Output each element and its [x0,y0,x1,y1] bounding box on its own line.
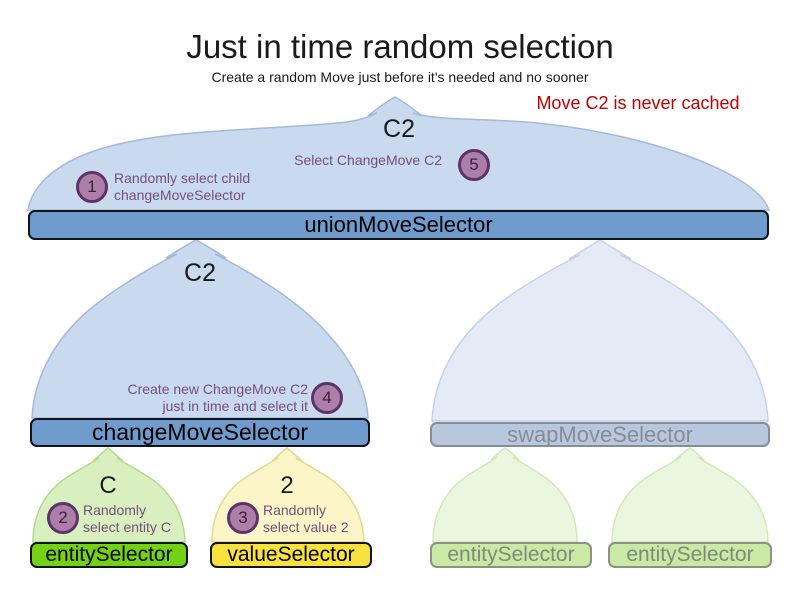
value-output-label: 2 [280,472,294,499]
step-3-annotation: Randomly select value 2 [263,502,349,536]
step-5-badge: 5 [458,149,490,181]
entity-selector-faded-right-label: entitySelector [626,543,754,566]
page-subtitle: Create a random Move just before it's ne… [211,69,589,85]
step-1-annotation: Randomly select child changeMoveSelector [114,170,250,204]
step-3-annotation-line2: select value 2 [263,519,349,535]
step-3-badge: 3 [227,502,259,534]
step-1-badge: 1 [76,171,108,203]
entity-selector-node: entitySelector [30,542,188,568]
entity-selector-faded-left-label: entitySelector [447,543,575,566]
step-4-annotation-line2: just in time and select it [162,398,308,414]
step-3-number: 3 [238,508,248,527]
step-1-number: 1 [87,177,97,196]
union-move-selector-label: unionMoveSelector [304,212,493,237]
entity-selector-label: entitySelector [45,543,173,566]
step-2-annotation-line2: select entity C [83,519,171,535]
step-1-annotation-line1: Randomly select child [114,170,251,186]
change-move-selector-node: changeMoveSelector [30,418,370,447]
union-move-selector-node: unionMoveSelector [28,210,769,240]
swap-move-selector-node: swapMoveSelector [430,422,770,447]
entity-selector-faded-left-node: entitySelector [430,542,592,568]
step-4-badge: 4 [311,382,343,414]
page-title: Just in time random selection [186,28,614,65]
value-selector-label: valueSelector [227,543,355,566]
step-2-number: 2 [58,508,68,527]
step-4-annotation-line1: Create new ChangeMove C2 [127,381,308,397]
entity-faded-left-mound-arrow-shape [432,447,578,543]
step-3-annotation-line1: Randomly [263,502,327,518]
step-4-annotation: Create new ChangeMove C2 just in time an… [120,381,308,415]
step-1-annotation-line2: changeMoveSelector [114,187,246,203]
change-output-label: C2 [184,259,216,287]
step-4-number: 4 [322,388,332,407]
entity-faded-right-mound-arrow-shape [611,447,769,543]
step-2-annotation: Randomly select entity C [83,502,171,536]
step-5-annotation-line1: Select ChangeMove C2 [294,152,442,168]
entity-output-label: C [99,472,117,499]
change-move-selector-label: changeMoveSelector [91,419,309,445]
never-cached-note: Move C2 is never cached [536,93,740,113]
step-2-badge: 2 [47,502,79,534]
step-2-annotation-line1: Randomly [83,502,147,518]
swap-mound-arrow-shape [431,239,769,422]
union-mound-arrow-shape [27,96,771,211]
step-5-number: 5 [469,155,479,174]
step-5-annotation: Select ChangeMove C2 [282,152,442,169]
entity-selector-faded-right-node: entitySelector [608,542,772,568]
swap-move-selector-label: swapMoveSelector [507,421,693,447]
union-output-label: C2 [383,115,415,143]
value-selector-node: valueSelector [210,542,372,568]
change-mound-arrow-shape [31,239,369,419]
